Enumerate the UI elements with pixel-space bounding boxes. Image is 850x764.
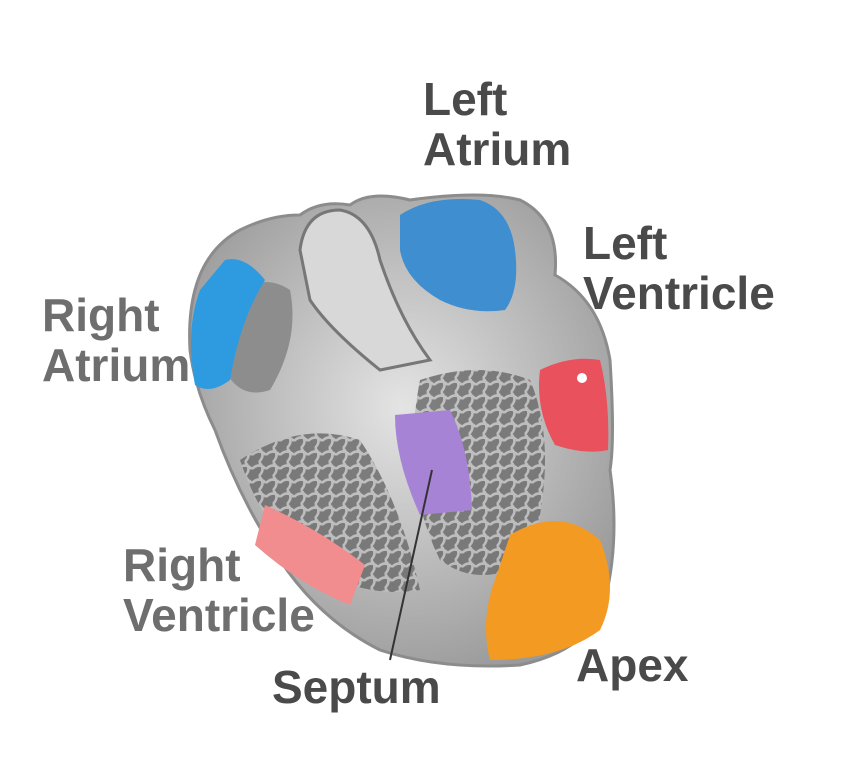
label-left-atrium: Left Atrium [423,74,571,174]
label-apex: Apex [576,639,689,691]
right-ventricle-region [255,505,365,605]
right-atrium-region [191,259,265,389]
label-line: Left [423,73,508,125]
marker-dot [577,373,587,383]
septum-region [395,410,472,515]
label-right-ventricle: Right Ventricle [123,540,315,640]
label-line: Left [583,217,668,269]
right-ventricle-interior [240,433,420,592]
left-atrium-region [400,199,517,312]
label-right-atrium: Right Atrium [42,290,190,390]
label-line: Atrium [423,123,572,175]
aorta [298,208,433,372]
septum-pointer-line [389,469,433,661]
label-septum: Septum [272,661,441,713]
apex-region [486,521,610,660]
label-line: Ventricle [123,589,315,641]
left-ventricle-region [539,358,609,452]
label-line: Right [123,539,241,591]
label-line: Atrium [42,339,191,391]
label-left-ventricle: Left Ventricle [583,218,775,318]
label-line: Right [42,289,160,341]
label-line: Ventricle [583,267,775,319]
